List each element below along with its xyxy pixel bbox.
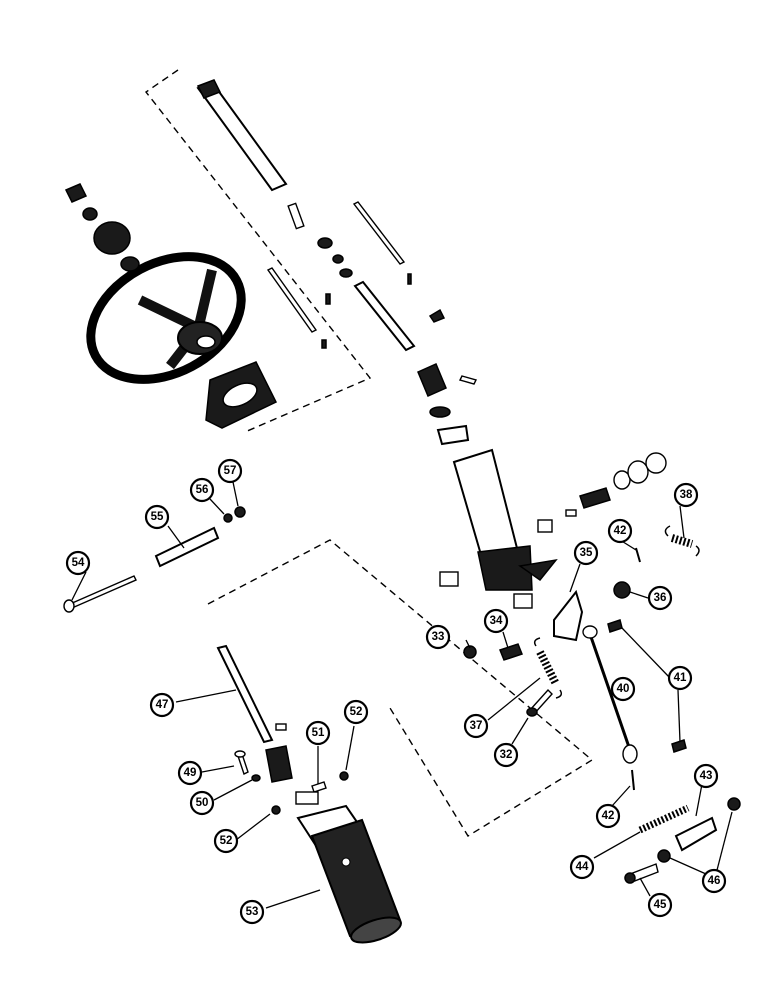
- callout-37: 37: [463, 713, 489, 739]
- nuts-52: [271, 771, 349, 815]
- lower-group-outline: [207, 539, 594, 837]
- pin-42-lower: [631, 769, 635, 791]
- svg-text:57: 57: [224, 465, 237, 477]
- svg-text:53: 53: [246, 906, 259, 918]
- callout-41: 41: [667, 665, 693, 691]
- svg-text:50: 50: [196, 797, 209, 809]
- pin-51: [311, 781, 327, 793]
- svg-text:47: 47: [156, 699, 169, 711]
- bolt-45: [624, 863, 659, 884]
- svg-text:35: 35: [580, 547, 593, 559]
- callout-44: 44: [569, 854, 595, 880]
- nut-50: [251, 774, 261, 782]
- shaft-small-parts: [287, 202, 446, 349]
- callout-40: 40: [610, 676, 636, 702]
- callout-46: 46: [701, 868, 727, 894]
- lever-43: [674, 816, 718, 852]
- svg-text:37: 37: [470, 720, 483, 732]
- svg-text:52: 52: [220, 835, 233, 847]
- steering-column: [439, 448, 558, 609]
- long-rods: [266, 201, 416, 352]
- bracket-35: [553, 589, 584, 642]
- callout-57: 57: [217, 458, 243, 484]
- rod-54: [63, 575, 137, 613]
- steering-wheel: [86, 252, 246, 384]
- callout-54: 54: [65, 550, 91, 576]
- callout-56: 56: [189, 477, 215, 503]
- pin-42-upper: [635, 547, 641, 563]
- nut-33: [463, 645, 477, 659]
- callout-50: 50: [189, 790, 215, 816]
- svg-text:33: 33: [432, 631, 445, 643]
- wheel-nut-stack: [64, 183, 140, 272]
- small-nuts-56-57: [223, 506, 246, 523]
- callout-36: 36: [647, 585, 673, 611]
- callout-47: 47: [149, 692, 175, 718]
- rod-55: [154, 526, 220, 568]
- callout-52-upper: 52: [343, 699, 369, 725]
- callout-35: 35: [573, 540, 599, 566]
- callout-42-lower: 42: [595, 803, 621, 829]
- svg-text:42: 42: [614, 525, 627, 537]
- svg-text:46: 46: [708, 875, 721, 887]
- callout-53: 53: [239, 899, 265, 925]
- callout-34: 34: [483, 608, 509, 634]
- callout-38: 38: [673, 482, 699, 508]
- upper-group-outline: [144, 69, 372, 433]
- callout-42-upper: 42: [607, 518, 633, 544]
- nuts-46: [657, 797, 741, 863]
- svg-text:32: 32: [500, 749, 513, 761]
- callout-45: 45: [647, 892, 673, 918]
- shaft-47: [216, 644, 274, 744]
- adjuster-bolt-assembly: [565, 452, 667, 517]
- spring-44: [638, 804, 690, 834]
- universal-joint-lower: [265, 723, 293, 783]
- callout-51: 51: [305, 720, 331, 746]
- spring-38: [664, 525, 700, 557]
- svg-text:40: 40: [617, 683, 630, 695]
- svg-text:45: 45: [654, 899, 667, 911]
- bolt-34: [499, 643, 523, 661]
- nut-36: [613, 581, 631, 599]
- callout-55: 55: [144, 504, 170, 530]
- svg-text:41: 41: [674, 672, 687, 684]
- svg-text:54: 54: [72, 557, 85, 569]
- svg-text:49: 49: [184, 767, 197, 779]
- callout-32: 32: [493, 742, 519, 768]
- leader-lines: [71, 481, 733, 909]
- svg-text:56: 56: [196, 484, 209, 496]
- callout-52-lower: 52: [213, 828, 239, 854]
- steering-control-unit-53: [295, 791, 402, 944]
- spring-37: [533, 637, 563, 699]
- bolt-32: [526, 688, 553, 717]
- svg-text:42: 42: [602, 810, 615, 822]
- callout-43: 43: [693, 763, 719, 789]
- steering-boot: [205, 361, 278, 429]
- callout-49: 49: [177, 760, 203, 786]
- callout-33: 33: [425, 624, 451, 650]
- svg-text:51: 51: [312, 727, 325, 739]
- link-rod-40: [582, 625, 638, 764]
- universal-joint-upper: [417, 363, 478, 446]
- svg-text:36: 36: [654, 592, 667, 604]
- upper-steering-shaft: [196, 79, 288, 192]
- svg-text:55: 55: [151, 511, 164, 523]
- svg-text:43: 43: [700, 770, 713, 782]
- svg-text:34: 34: [490, 615, 503, 627]
- bolt-49: [234, 750, 249, 775]
- svg-text:52: 52: [350, 706, 363, 718]
- svg-text:44: 44: [576, 861, 589, 873]
- svg-text:38: 38: [680, 489, 693, 501]
